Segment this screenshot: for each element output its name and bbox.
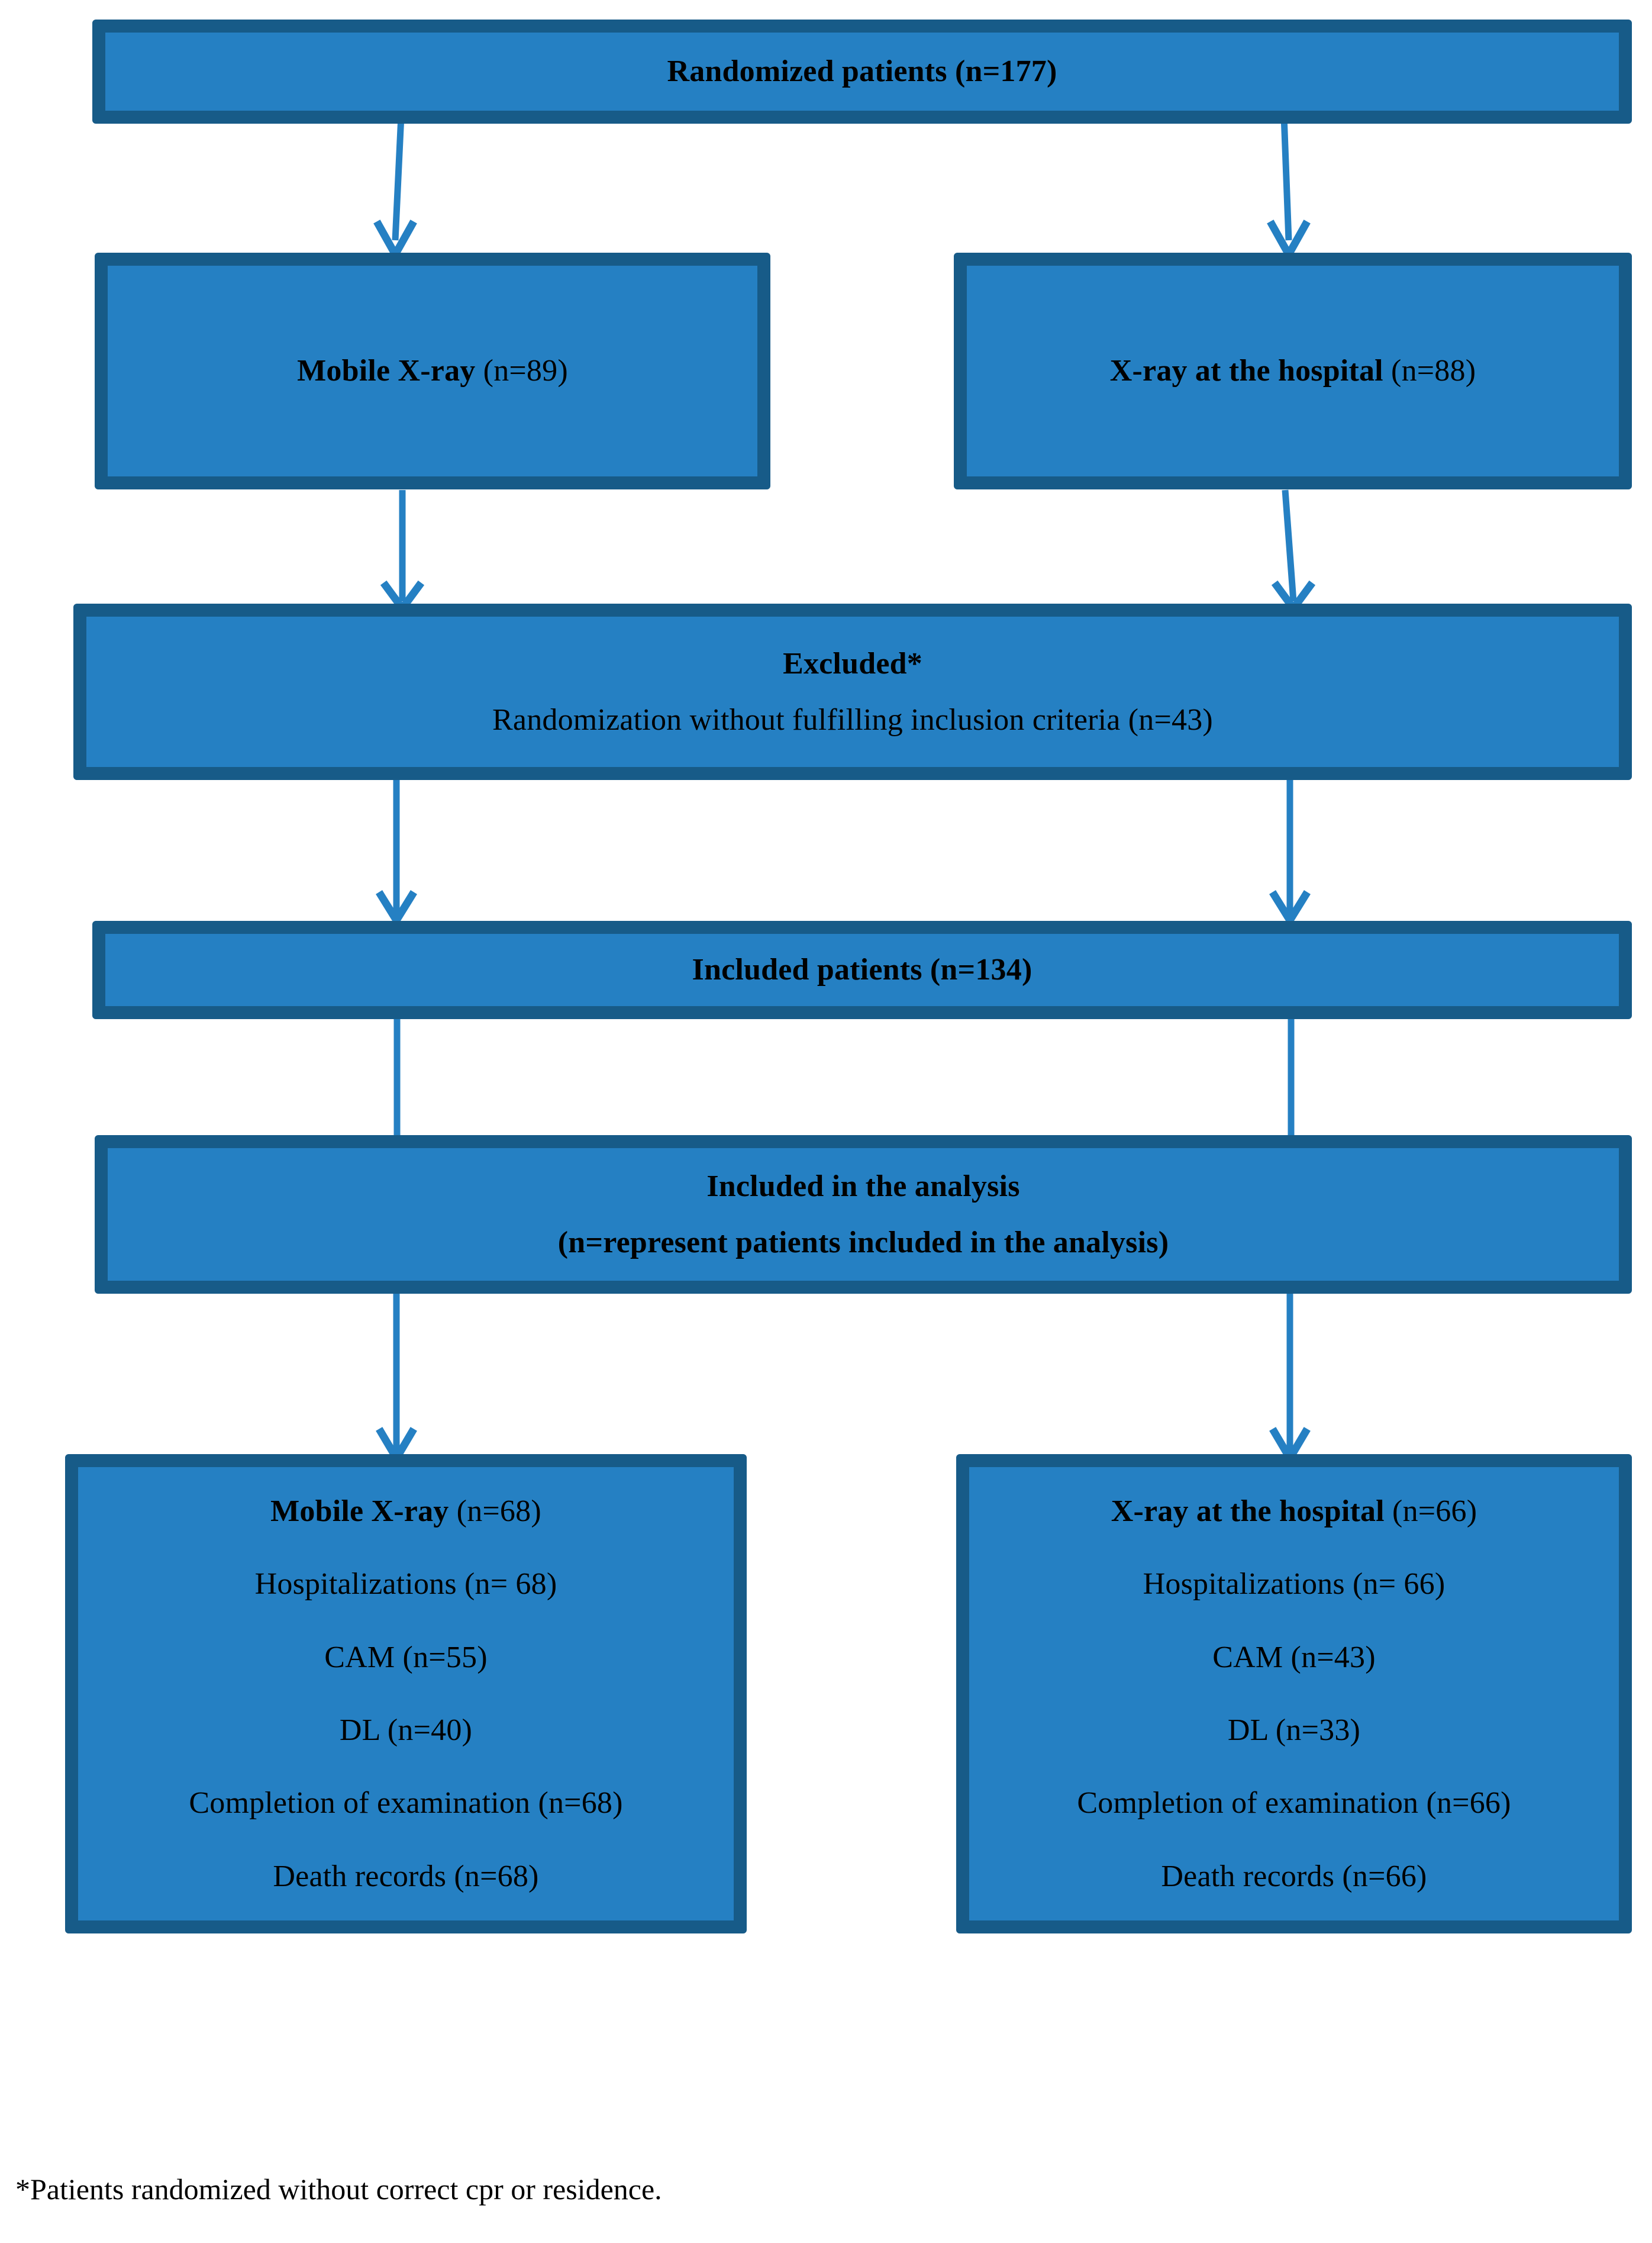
mobile-xray-arm-count: (n=89) [483, 354, 568, 388]
footnote-text: *Patients randomized without correct cpr… [15, 2173, 662, 2206]
connector-analysis-to-mobile-xray-results [361, 1290, 438, 1466]
included-patients-label: Included patients (n=134) [692, 953, 1032, 987]
hospital-xray-results-title: X-ray at the hospital (n=66) [969, 1493, 1619, 1529]
connector-included-to-analysis-left [393, 1018, 401, 1136]
connector-analysis-to-hospital-xray-results [1254, 1290, 1331, 1466]
list-item: Completion of examination (n=68) [189, 1786, 623, 1820]
list-item: Completion of examination (n=66) [1077, 1786, 1511, 1820]
hospital-xray-results-label: X-ray at the hospital [1111, 1494, 1385, 1528]
connector-randomized-to-mobile-xray [355, 115, 438, 263]
node-mobile-xray-results[interactable]: Mobile X-ray (n=68) Hospitalizations (n=… [65, 1454, 747, 1933]
list-item: Death records (n=66) [1161, 1859, 1427, 1893]
connector-randomized-to-hospital-xray [1243, 115, 1325, 263]
analysis-title: Included in the analysis [706, 1169, 1020, 1203]
randomized-patients-label: Randomized patients (n=177) [667, 54, 1057, 89]
list-item: DL (n=40) [339, 1713, 473, 1747]
list-item: Death records (n=68) [273, 1859, 539, 1893]
list-item: Hospitalizations (n= 68) [254, 1567, 557, 1601]
node-randomized-patients[interactable]: Randomized patients (n=177) [92, 20, 1632, 124]
connector-hospital-xray-to-excluded [1248, 489, 1331, 615]
excluded-reason: Randomization without fulfilling inclusi… [492, 703, 1213, 737]
list-item: DL (n=33) [1227, 1713, 1361, 1747]
node-excluded[interactable]: Excluded* Randomization without fulfilli… [73, 604, 1632, 780]
node-hospital-xray-arm[interactable]: X-ray at the hospital (n=88) [954, 253, 1632, 489]
mobile-xray-results-label: Mobile X-ray [270, 1494, 449, 1528]
analysis-subtitle: (n=represent patients included in the an… [557, 1226, 1169, 1259]
hospital-xray-arm-count: (n=88) [1391, 354, 1476, 388]
excluded-title: Excluded* [783, 646, 922, 681]
hospital-xray-arm-label: X-ray at the hospital [1109, 354, 1383, 388]
hospital-xray-arm-text: X-ray at the hospital (n=88) [967, 353, 1619, 389]
hospital-xray-results-list: X-ray at the hospital (n=66) Hospitaliza… [969, 1493, 1619, 1894]
connector-included-to-analysis-right [1288, 1018, 1295, 1136]
list-item: CAM (n=43) [1212, 1640, 1376, 1674]
node-included-patients[interactable]: Included patients (n=134) [92, 921, 1632, 1019]
mobile-xray-results-title: Mobile X-ray (n=68) [78, 1493, 734, 1529]
mobile-xray-results-list: Mobile X-ray (n=68) Hospitalizations (n=… [78, 1493, 734, 1894]
list-item: CAM (n=55) [324, 1640, 488, 1674]
node-hospital-xray-results[interactable]: X-ray at the hospital (n=66) Hospitaliza… [956, 1454, 1632, 1933]
list-item: Hospitalizations (n= 66) [1143, 1567, 1446, 1601]
node-included-in-analysis[interactable]: Included in the analysis (n=represent pa… [95, 1135, 1632, 1294]
connector-mobile-xray-to-excluded [367, 490, 444, 615]
hospital-xray-results-count: (n=66) [1392, 1494, 1477, 1528]
mobile-xray-results-count: (n=68) [456, 1494, 541, 1528]
mobile-xray-arm-label: Mobile X-ray [297, 354, 476, 388]
connector-excluded-to-included [361, 778, 438, 928]
node-mobile-xray-arm[interactable]: Mobile X-ray (n=89) [95, 253, 770, 489]
connector-excluded-to-included-right [1254, 778, 1331, 928]
mobile-xray-arm-text: Mobile X-ray (n=89) [108, 353, 757, 389]
